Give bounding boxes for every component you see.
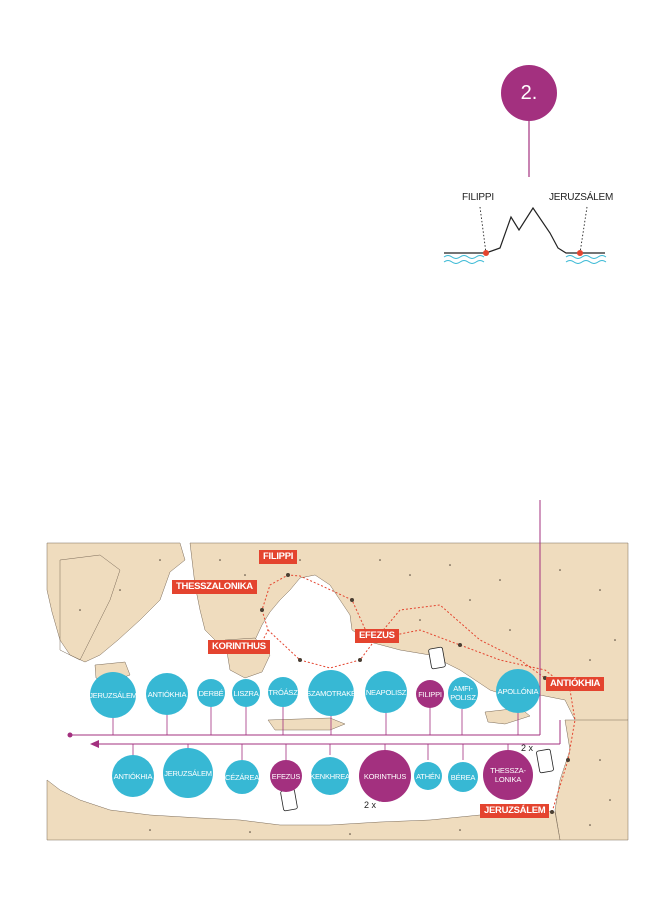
upper-node-filippi: FILIPPI [416, 680, 444, 708]
korinthus-letters-note: 2 x [364, 800, 377, 810]
map-texture [79, 559, 616, 835]
upper-node-apollonia: APOLLÓNIA [496, 669, 540, 713]
upper-node-neapolisz: NEAPOLISZ [365, 671, 407, 713]
map-tag-filippi: FILIPPI [259, 550, 298, 564]
upper-node-troasz: TRÓÁSZ [268, 677, 298, 707]
map-tag-antiokhia: ANTIÓKHIA [546, 677, 605, 691]
timeline-arrow [90, 740, 99, 748]
upper-node-amfipolisz: AMFI- POLISZ [448, 677, 478, 709]
upper-node-jeruzsalem: JERUZSÁLEM [89, 672, 137, 718]
timeline-start-dot [67, 732, 73, 738]
lower-node-antiokhia: ANTIÓKHIA [112, 755, 154, 797]
map-tag-jeruzsalem: JERUZSÁLEM [480, 804, 550, 818]
lower-node-efezus: EFEZUS [270, 760, 302, 792]
sea-waves [443, 255, 607, 264]
lower-node-berea: BÉREA [448, 762, 478, 792]
upper-node-liszra: LISZRA [232, 679, 260, 707]
upper-node-antiokhia: ANTIÓKHIA [146, 673, 188, 715]
map-tag-korinthus: KORINTHUS [208, 640, 270, 654]
thesszalonika-letters-note: 2 x [521, 743, 534, 753]
elevation-profile [443, 206, 607, 264]
map-tag-efezus: EFEZUS [355, 629, 399, 643]
upper-node-derbe: DERBÉ [197, 679, 225, 707]
profile-end-label: JERUZSÁLEM [549, 192, 614, 203]
profile-start-label: FILIPPI [462, 192, 494, 203]
start-dot [483, 250, 489, 256]
upper-node-szamotrake: SZAMOTRAKÉ [306, 670, 356, 716]
journey-number-badge: 2. [501, 65, 557, 121]
route-path [257, 574, 576, 813]
lower-node-thesszalonika: THESSZA- LONIKA [483, 750, 533, 800]
end-dot [577, 250, 583, 256]
lower-node-kenkhrea: KENKHREA [310, 757, 350, 795]
lower-node-cezarea: CÉZÁREA [225, 760, 259, 794]
lower-node-athen: ATHÉN [414, 762, 442, 790]
map-tag-thesszalonika: THESSZALONIKA [172, 580, 257, 594]
lower-node-korinthus: KORINTHUS [359, 750, 411, 802]
lower-node-jeruzsalem: JERUZSÁLEM [163, 748, 213, 798]
